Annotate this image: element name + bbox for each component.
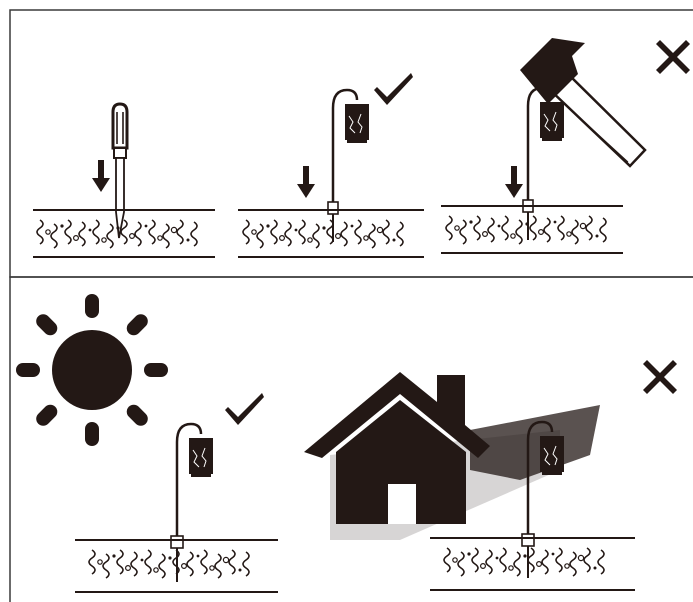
step-shade-wrong — [304, 360, 677, 591]
screwdriver-icon — [111, 102, 129, 239]
panel-placement-frame — [9, 276, 693, 602]
solar-lantern-icon — [521, 420, 566, 578]
down-arrow-icon — [92, 160, 110, 192]
step-screwdriver — [33, 102, 215, 258]
down-arrow-icon — [505, 166, 523, 198]
soil-ground — [33, 209, 215, 258]
cross-icon — [656, 40, 690, 74]
soil-ground — [238, 209, 424, 258]
down-arrow-icon — [297, 166, 315, 198]
hammer-icon — [520, 38, 647, 168]
step-stake-correct — [238, 73, 424, 258]
soil-ground — [75, 539, 278, 593]
step-hammer-wrong — [441, 38, 690, 254]
light-stake-icon — [327, 88, 371, 242]
soil-ground — [430, 537, 635, 591]
light-stake-icon — [522, 86, 566, 240]
check-icon — [374, 73, 413, 105]
check-icon — [225, 393, 264, 425]
sun-icon — [16, 294, 168, 446]
house-shade-icon — [304, 372, 490, 524]
cross-icon — [643, 360, 677, 394]
soil-ground — [441, 205, 623, 254]
step-sunlight-correct — [16, 294, 278, 593]
